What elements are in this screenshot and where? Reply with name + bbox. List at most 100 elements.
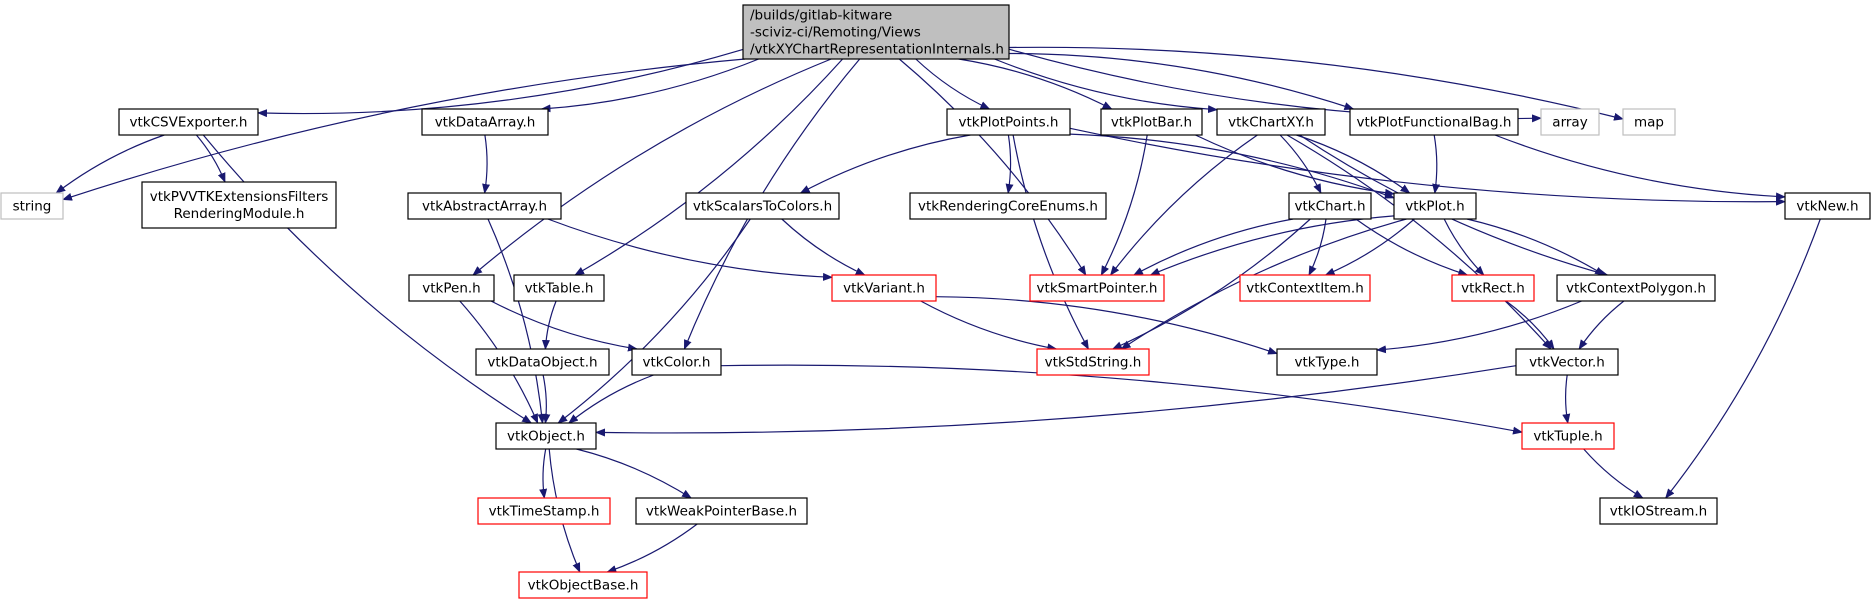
node-box bbox=[1349, 108, 1519, 136]
node-box bbox=[1521, 422, 1615, 450]
node-stdstring[interactable]: vtkStdString.h bbox=[1036, 348, 1150, 376]
edge-object-to-timestamp bbox=[539, 448, 548, 499]
edge-csvexporter-to-string bbox=[55, 134, 165, 194]
node-timestamp[interactable]: vtkTimeStamp.h bbox=[477, 497, 611, 525]
node-box bbox=[831, 274, 937, 302]
edge-plot-to-contextitem bbox=[1324, 218, 1415, 276]
node-color[interactable]: vtkColor.h bbox=[631, 348, 722, 376]
node-label: RenderingModule.h bbox=[174, 206, 305, 222]
node-contextpolygon[interactable]: vtkContextPolygon.h bbox=[1556, 274, 1716, 302]
edge-tuple-to-iostream bbox=[1583, 448, 1644, 499]
node-contextitem[interactable]: vtkContextItem.h bbox=[1239, 274, 1371, 302]
node-box bbox=[518, 571, 648, 599]
node-abstractarray[interactable]: vtkAbstractArray.h bbox=[407, 192, 562, 220]
node-box bbox=[1029, 274, 1165, 302]
node-label: vtkTable.h bbox=[525, 281, 594, 297]
edge-chart-to-stdstring bbox=[1111, 218, 1311, 350]
edge-plotbar-to-plot bbox=[1195, 134, 1395, 197]
node-label: vtkDataObject.h bbox=[487, 355, 597, 371]
node-label: vtkChartXY.h bbox=[1228, 115, 1314, 131]
edge-chart-to-rect bbox=[1355, 218, 1469, 277]
node-label: vtkWeakPointerBase.h bbox=[646, 504, 797, 520]
node-object[interactable]: vtkObject.h bbox=[495, 422, 597, 450]
node-box bbox=[1784, 192, 1871, 220]
node-scalarstocolors[interactable]: vtkScalarsToColors.h bbox=[685, 192, 840, 220]
node-chart[interactable]: vtkChart.h bbox=[1288, 192, 1372, 220]
node-vector[interactable]: vtkVector.h bbox=[1515, 348, 1619, 376]
node-array: array bbox=[1540, 108, 1600, 136]
node-weakptr[interactable]: vtkWeakPointerBase.h bbox=[635, 497, 808, 525]
node-label: vtkScalarsToColors.h bbox=[693, 199, 832, 215]
node-plotbar[interactable]: vtkPlotBar.h bbox=[1100, 108, 1203, 136]
node-box bbox=[421, 108, 549, 136]
edge-table-to-dataobject bbox=[541, 300, 557, 350]
edge-root-to-smartpointer bbox=[898, 58, 1087, 276]
node-label: vtkChart.h bbox=[1294, 199, 1365, 215]
edge-plot-to-rect bbox=[1443, 218, 1485, 276]
node-label: vtkObject.h bbox=[507, 429, 585, 445]
edge-plotpoints-to-new bbox=[1069, 127, 1786, 206]
node-pvvtkext[interactable]: vtkPVVTKExtensionsFiltersRenderingModule… bbox=[141, 181, 337, 229]
node-dataobject[interactable]: vtkDataObject.h bbox=[475, 348, 610, 376]
edge-contextpolygon-to-type bbox=[1376, 300, 1582, 354]
node-box bbox=[1556, 274, 1716, 302]
node-tuple[interactable]: vtkTuple.h bbox=[1521, 422, 1615, 450]
node-rect[interactable]: vtkRect.h bbox=[1451, 274, 1535, 302]
node-chartxy[interactable]: vtkChartXY.h bbox=[1216, 108, 1326, 136]
edge-root-to-plotfuncbag bbox=[1008, 52, 1355, 110]
edge-root-to-plotbar bbox=[958, 58, 1113, 110]
node-label: -sciviz-ci/Remoting/Views bbox=[750, 25, 921, 41]
node-box bbox=[407, 192, 562, 220]
node-label: vtkCSVExporter.h bbox=[130, 115, 248, 131]
node-new[interactable]: vtkNew.h bbox=[1784, 192, 1871, 220]
edge-color-to-object bbox=[568, 374, 654, 424]
node-box bbox=[477, 497, 611, 525]
edge-root-to-string bbox=[62, 58, 746, 201]
edge-plotpoints-to-stdstring bbox=[1012, 134, 1089, 350]
node-box bbox=[635, 497, 808, 525]
node-renderingenums[interactable]: vtkRenderingCoreEnums.h bbox=[909, 192, 1107, 220]
node-box bbox=[1239, 274, 1371, 302]
node-pen[interactable]: vtkPen.h bbox=[408, 274, 495, 302]
node-plotpoints[interactable]: vtkPlotPoints.h bbox=[946, 108, 1071, 136]
edge-root-to-chartxy bbox=[994, 58, 1218, 114]
edge-variant-to-stdstring bbox=[920, 300, 1058, 352]
node-dataarray[interactable]: vtkDataArray.h bbox=[421, 108, 549, 136]
edges-layer bbox=[55, 46, 1821, 573]
node-plot[interactable]: vtkPlot.h bbox=[1393, 192, 1477, 220]
node-label: vtkContextPolygon.h bbox=[1566, 281, 1706, 297]
node-box bbox=[909, 192, 1107, 220]
node-label: vtkRenderingCoreEnums.h bbox=[918, 199, 1098, 215]
node-box bbox=[1036, 348, 1150, 376]
edge-object-to-weakptr bbox=[576, 448, 692, 499]
node-label: vtkTimeStamp.h bbox=[489, 504, 600, 520]
edge-chartxy-to-vector bbox=[1286, 134, 1552, 350]
node-label: vtkObjectBase.h bbox=[528, 578, 639, 594]
node-label: vtkStdString.h bbox=[1045, 355, 1142, 371]
node-box bbox=[1276, 348, 1378, 376]
edge-csvexporter-to-object bbox=[202, 134, 533, 424]
edge-vector-to-tuple bbox=[1562, 374, 1571, 424]
node-box bbox=[1216, 108, 1326, 136]
node-box bbox=[685, 192, 840, 220]
node-label: map bbox=[1634, 115, 1664, 131]
node-csvexporter[interactable]: vtkCSVExporter.h bbox=[118, 108, 259, 136]
node-type[interactable]: vtkType.h bbox=[1276, 348, 1378, 376]
node-variant[interactable]: vtkVariant.h bbox=[831, 274, 937, 302]
node-objectbase[interactable]: vtkObjectBase.h bbox=[518, 571, 648, 599]
node-smartpointer[interactable]: vtkSmartPointer.h bbox=[1029, 274, 1165, 302]
node-label: vtkVector.h bbox=[1529, 355, 1605, 371]
node-root[interactable]: /builds/gitlab-kitware-sciviz-ci/Remotin… bbox=[742, 4, 1010, 60]
edge-plotfuncbag-to-plot bbox=[1432, 134, 1441, 194]
node-label: vtkAbstractArray.h bbox=[422, 199, 547, 215]
node-table[interactable]: vtkTable.h bbox=[513, 274, 605, 302]
edge-scalarstocolors-to-object bbox=[557, 218, 751, 424]
node-plotfuncbag[interactable]: vtkPlotFunctionalBag.h bbox=[1349, 108, 1519, 136]
node-label: vtkPlotPoints.h bbox=[959, 115, 1059, 131]
node-box bbox=[1393, 192, 1477, 220]
node-box bbox=[1451, 274, 1535, 302]
node-box bbox=[1100, 108, 1203, 136]
node-iostream[interactable]: vtkIOStream.h bbox=[1599, 497, 1718, 525]
edge-root-to-map bbox=[1008, 46, 1624, 121]
